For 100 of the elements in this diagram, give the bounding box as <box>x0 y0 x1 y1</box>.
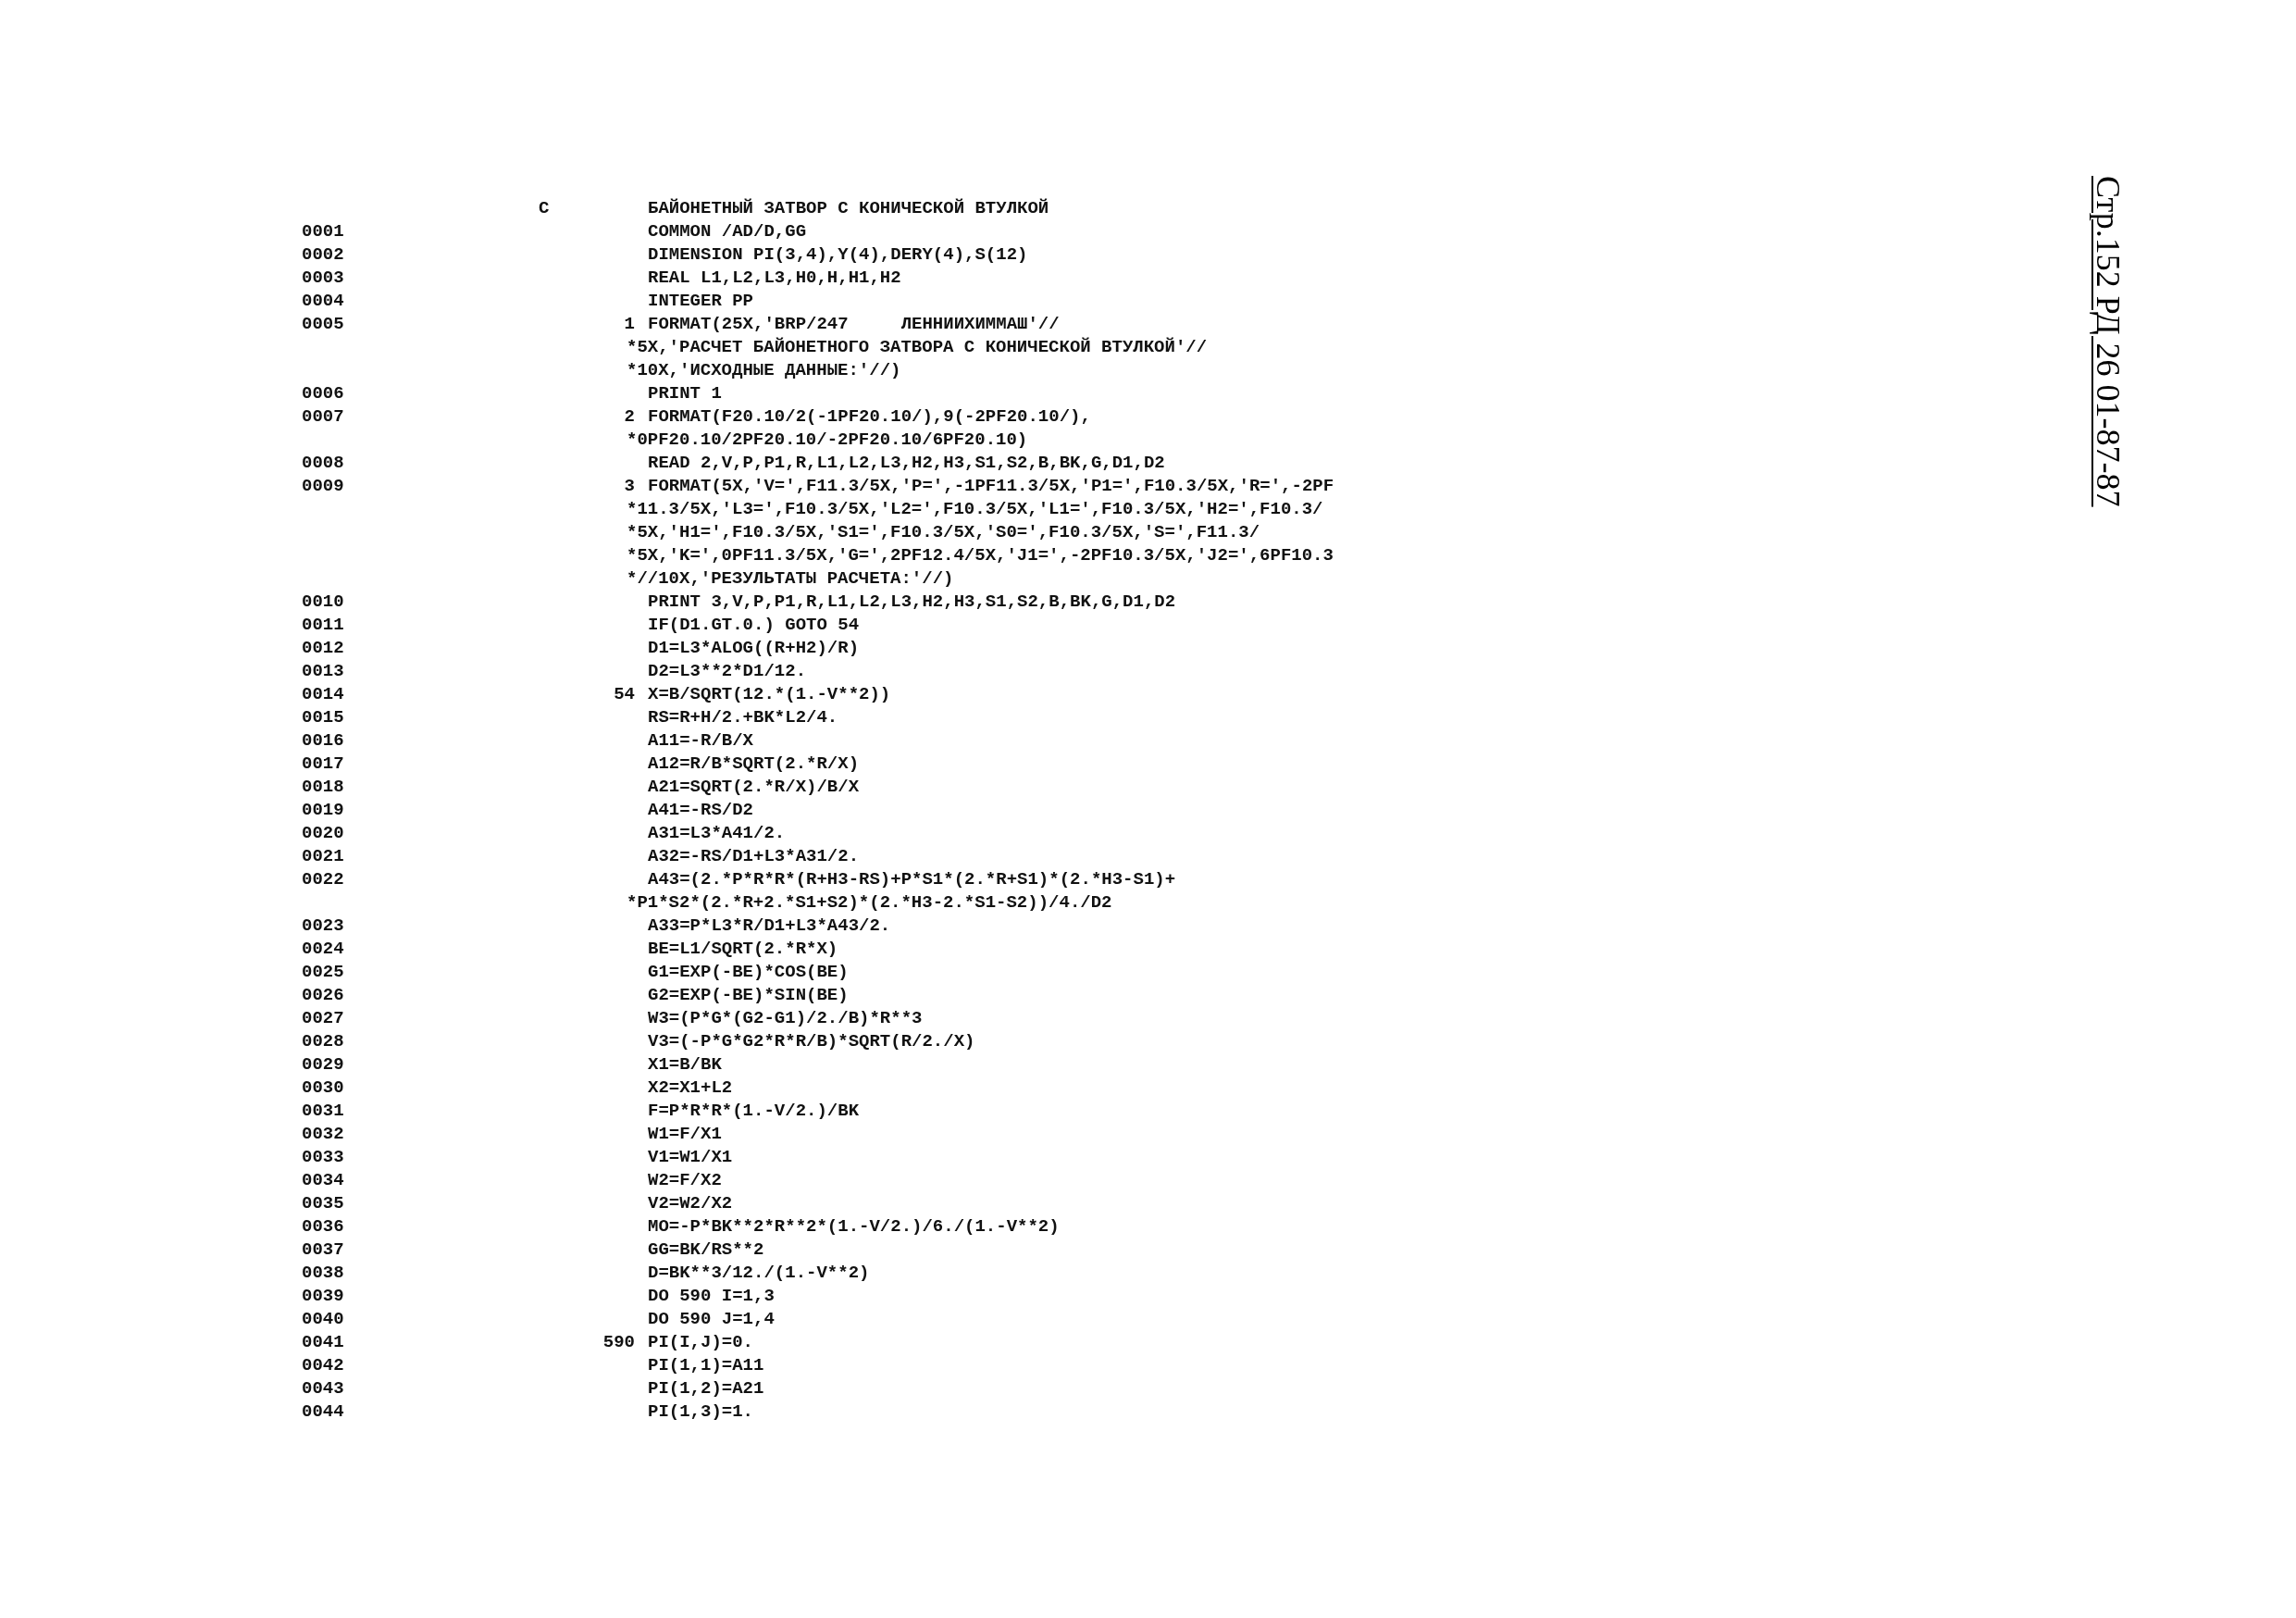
line-number: 0032 <box>302 1123 344 1146</box>
line-number: 0006 <box>302 382 344 405</box>
line-number: 0024 <box>302 938 344 961</box>
code-line: X2=X1+L2 <box>648 1077 733 1100</box>
line-number: 0022 <box>302 868 344 891</box>
line-number: 0002 <box>302 243 344 267</box>
line-number: 0005 <box>302 313 344 336</box>
line-number: 0028 <box>302 1030 344 1053</box>
line-number: 0043 <box>302 1377 344 1400</box>
code-line: *5X,'РАСЧЕТ БАЙОНЕТНОГО ЗАТВОРА С КОНИЧЕСКОЙ ВТУЛКОЙ'// <box>627 336 1208 359</box>
code-line: INTEGER PP <box>648 290 754 313</box>
code-line: BE=L1/SQRT(2.*R*X) <box>648 938 838 961</box>
code-line: W2=F/X2 <box>648 1169 722 1192</box>
line-number: 0009 <box>302 475 344 498</box>
code-line: A21=SQRT(2.*R/X)/B/X <box>648 776 860 799</box>
code-line: D2=L3**2*D1/12. <box>648 660 807 683</box>
line-number: 0035 <box>302 1192 344 1215</box>
code-line: A11=-R/B/X <box>648 729 754 753</box>
code-line: A31=L3*A41/2. <box>648 822 786 845</box>
line-number: 0010 <box>302 591 344 614</box>
line-number: 0011 <box>302 614 344 637</box>
code-line: G2=EXP(-BE)*SIN(BE) <box>648 984 849 1007</box>
code-line: W3=(P*G*(G2-G1)/2./B)*R**3 <box>648 1007 923 1030</box>
code-line: D1=L3*ALOG((R+H2)/R) <box>648 637 860 660</box>
line-number: 0042 <box>302 1354 344 1377</box>
line-number: 0023 <box>302 915 344 938</box>
page-number: Стр.152 РД 26 01-87-87 <box>2089 176 2128 507</box>
code-line: V2=W2/X2 <box>648 1192 733 1215</box>
line-number: 0001 <box>302 220 344 243</box>
statement-label: 1 <box>624 313 635 336</box>
code-line: X=B/SQRT(12.*(1.-V**2)) <box>648 683 891 706</box>
code-line: *11.3/5X,'L3=',F10.3/5X,'L2=',F10.3/5X,'L1=',F10.3/5X,'H2=',F10.3/ <box>627 498 1323 521</box>
code-line: БАЙОНЕТНЫЙ ЗАТВОР С КОНИЧЕСКОЙ ВТУЛКОЙ <box>648 197 1049 220</box>
code-line: W1=F/X1 <box>648 1123 722 1146</box>
code-line: F=P*R*R*(1.-V/2.)/BK <box>648 1100 860 1123</box>
code-line: PI(1,1)=A11 <box>648 1354 764 1377</box>
code-line: A12=R/B*SQRT(2.*R/X) <box>648 753 860 776</box>
code-line: *5X,'K=',0PF11.3/5X,'G=',2PF12.4/5X,'J1=',-2PF10.3/5X,'J2=',6PF10.3 <box>627 544 1334 567</box>
line-number: 0044 <box>302 1400 344 1424</box>
code-line: *10X,'ИСХОДНЫЕ ДАННЫЕ:'//) <box>627 359 901 382</box>
code-line: *5X,'H1=',F10.3/5X,'S1=',F10.3/5X,'S0=',F10.3/5X,'S=',F11.3/ <box>627 521 1260 544</box>
code-line: A41=-RS/D2 <box>648 799 754 822</box>
code-line: A33=P*L3*R/D1+L3*A43/2. <box>648 915 891 938</box>
line-number: 0003 <box>302 267 344 290</box>
line-number: 0026 <box>302 984 344 1007</box>
line-number: 0029 <box>302 1053 344 1077</box>
line-number: 0039 <box>302 1285 344 1308</box>
line-number: 0012 <box>302 637 344 660</box>
code-line: A32=-RS/D1+L3*A31/2. <box>648 845 860 868</box>
line-number: 0007 <box>302 405 344 429</box>
code-line: FORMAT(25X,'BRP/247 ЛЕННИИХИММАШ'// <box>648 313 1060 336</box>
code-line: *//10X,'РЕЗУЛЬТАТЫ РАСЧЕТА:'//) <box>627 567 954 591</box>
line-number: 0019 <box>302 799 344 822</box>
code-line: COMMON /AD/D,GG <box>648 220 807 243</box>
code-line: PRINT 1 <box>648 382 722 405</box>
code-line: *P1*S2*(2.*R+2.*S1+S2)*(2.*H3-2.*S1-S2))/4./D2 <box>627 891 1112 915</box>
code-line: DIMENSION PI(3,4),Y(4),DERY(4),S(12) <box>648 243 1028 267</box>
code-line: V3=(-P*G*G2*R*R/B)*SQRT(R/2./X) <box>648 1030 975 1053</box>
line-number: 0037 <box>302 1238 344 1262</box>
code-line: RS=R+H/2.+BK*L2/4. <box>648 706 838 729</box>
code-line: READ 2,V,P,P1,R,L1,L2,L3,H2,H3,S1,S2,B,BK,G,D1,D2 <box>648 452 1165 475</box>
line-number: 0041 <box>302 1331 344 1354</box>
code-line: G1=EXP(-BE)*COS(BE) <box>648 961 849 984</box>
line-number: 0036 <box>302 1215 344 1238</box>
code-line: MO=-P*BK**2*R**2*(1.-V/2.)/6./(1.-V**2) <box>648 1215 1060 1238</box>
line-number: 0015 <box>302 706 344 729</box>
statement-label: 54 <box>614 683 635 706</box>
line-number: 0013 <box>302 660 344 683</box>
line-number: 0038 <box>302 1262 344 1285</box>
line-number: 0040 <box>302 1308 344 1331</box>
code-line: PI(1,3)=1. <box>648 1400 754 1424</box>
line-number: 0016 <box>302 729 344 753</box>
statement-label: 590 <box>602 1331 635 1354</box>
code-line: X1=B/BK <box>648 1053 722 1077</box>
line-number: 0033 <box>302 1146 344 1169</box>
code-line: DO 590 I=1,3 <box>648 1285 775 1308</box>
code-line: GG=BK/RS**2 <box>648 1238 764 1262</box>
line-number: 0018 <box>302 776 344 799</box>
code-line: A43=(2.*P*R*R*(R+H3-RS)+P*S1*(2.*R+S1)*(2.*H3-S1)+ <box>648 868 1176 891</box>
line-number: 0020 <box>302 822 344 845</box>
statement-label: 2 <box>624 405 635 429</box>
code-line: FORMAT(5X,'V=',F11.3/5X,'P=',-1PF11.3/5X,'P1=',F10.3/5X,'R=',-2PF <box>648 475 1334 498</box>
code-line: REAL L1,L2,L3,H0,H,H1,H2 <box>648 267 901 290</box>
line-number: 0027 <box>302 1007 344 1030</box>
code-line: FORMAT(F20.10/2(-1PF20.10/),9(-2PF20.10/), <box>648 405 1091 429</box>
code-line: PI(I,J)=0. <box>648 1331 754 1354</box>
line-number: 0014 <box>302 683 344 706</box>
line-number: 0034 <box>302 1169 344 1192</box>
code-line: V1=W1/X1 <box>648 1146 733 1169</box>
line-number: 0017 <box>302 753 344 776</box>
code-line: PI(1,2)=A21 <box>648 1377 764 1400</box>
line-number: 0031 <box>302 1100 344 1123</box>
line-number: 0021 <box>302 845 344 868</box>
line-number: 0030 <box>302 1077 344 1100</box>
statement-label: 3 <box>624 475 635 498</box>
code-line: D=BK**3/12./(1.-V**2) <box>648 1262 870 1285</box>
line-number: 0004 <box>302 290 344 313</box>
code-line: *0PF20.10/2PF20.10/-2PF20.10/6PF20.10) <box>627 429 1028 452</box>
code-line: DO 590 J=1,4 <box>648 1308 775 1331</box>
code-line: IF(D1.GT.0.) GOTO 54 <box>648 614 860 637</box>
